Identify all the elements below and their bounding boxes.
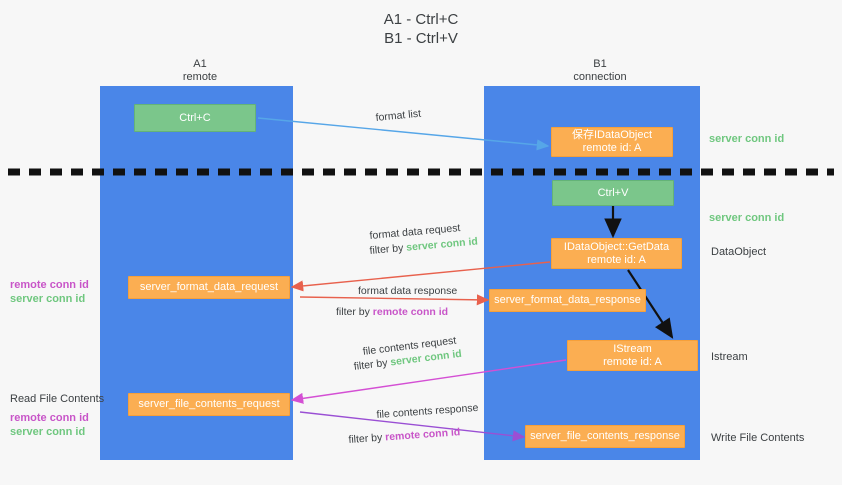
edge-label-format-list: format list (375, 107, 422, 124)
left-label-server-conn-id-bottom: server conn id (10, 426, 86, 438)
filter-prefix: filter by (369, 241, 407, 257)
node-save-idataobject[interactable]: 保存IDataObject remote id: A (551, 127, 673, 157)
edge-label-format-data-response-filter: filter by remote conn id (336, 305, 448, 319)
left-label-server-conn-id-mid: server conn id (10, 293, 86, 305)
node-server-file-contents-response[interactable]: server_file_contents_response (525, 425, 685, 448)
filter-prefix: filter by (336, 306, 373, 318)
diagram-title: A1 - Ctrl+C B1 - Ctrl+V (383, 11, 459, 47)
right-label-server-conn-id-top: server conn id (709, 133, 785, 145)
left-label-remote-conn-id-bottom: remote conn id (10, 412, 89, 424)
remote-conn-id-token: remote conn id (384, 426, 461, 444)
node-ctrl-c[interactable]: Ctrl+C (134, 104, 256, 132)
edge-label-file-contents-response: file contents response (376, 401, 479, 421)
right-label-dataobject: DataObject (711, 246, 767, 258)
right-label-server-conn-id-mid: server conn id (709, 212, 785, 224)
node-idataobject-getdata[interactable]: IDataObject::GetData remote id: A (551, 238, 682, 269)
column-header-a1: A1 remote (182, 58, 218, 83)
node-ctrl-v[interactable]: Ctrl+V (552, 180, 674, 206)
right-label-istream: Istream (711, 351, 748, 363)
node-server-file-contents-request[interactable]: server_file_contents_request (128, 393, 290, 416)
left-label-group-format: remote conn id server conn id (10, 278, 89, 306)
left-label-remote-conn-id-mid: remote conn id (10, 279, 89, 291)
left-label-group-file: remote conn id server conn id (10, 411, 89, 439)
left-label-read-file-contents: Read File Contents (10, 393, 105, 405)
filter-prefix: filter by (348, 431, 386, 446)
edge-label-file-contents-response-filter: filter by remote conn id (348, 425, 461, 447)
edge-label-format-data-response: format data response (358, 285, 458, 297)
right-label-write-file-contents: Write File Contents (711, 432, 805, 444)
node-istream[interactable]: IStream remote id: A (567, 340, 698, 371)
filter-prefix: filter by (353, 356, 392, 373)
node-server-format-data-response[interactable]: server_format_data_response (489, 289, 646, 312)
column-header-b1: B1 connection (573, 58, 627, 83)
node-server-format-data-request[interactable]: server_format_data_request (128, 276, 290, 299)
remote-conn-id-token: remote conn id (372, 306, 449, 318)
